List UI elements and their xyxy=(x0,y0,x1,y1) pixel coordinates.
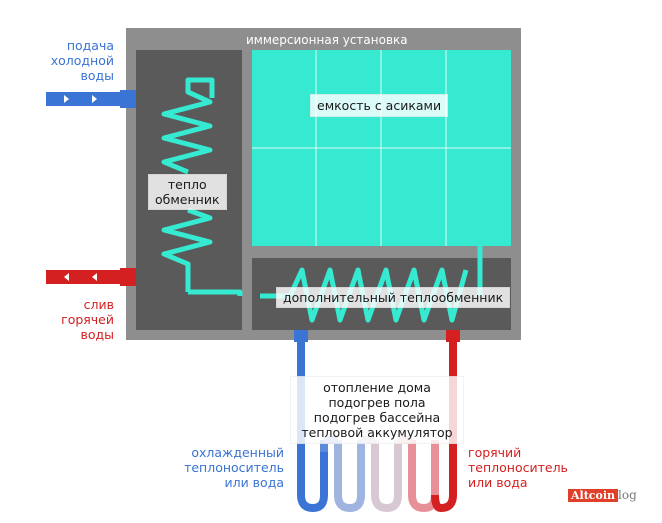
inlet-label: подача холодной воды xyxy=(50,38,114,83)
hot-outlet-pipe xyxy=(46,268,136,286)
consumer-item: подогрев пола xyxy=(328,395,426,410)
outlet-label: слив горячей воды xyxy=(61,297,114,342)
hot-supply-connector xyxy=(446,330,460,342)
consumers-box: отопление дома подогрев пола подогрев ба… xyxy=(290,376,464,444)
heat-exchanger-label: тепло обменник xyxy=(148,174,227,210)
heating-loops xyxy=(297,342,457,513)
extra-exchanger-label: дополнительный теплообменник xyxy=(276,287,511,308)
cold-inlet-pipe xyxy=(46,90,136,108)
heat-exchanger-coil xyxy=(161,77,243,296)
asic-tank xyxy=(252,50,511,246)
cold-return-connector xyxy=(294,330,308,342)
tank-label: емкость с асиками xyxy=(310,94,449,117)
hot-supply-label: горячий теплоноситель или вода xyxy=(468,445,568,490)
consumer-item: подогрев бассейна xyxy=(313,410,441,425)
cold-return-label: охлажденный теплоноситель или вода xyxy=(184,445,284,490)
consumer-item: тепловой аккумулятор xyxy=(301,425,453,440)
consumer-item: отопление дома xyxy=(323,380,431,395)
installation-title: иммерсионная установка xyxy=(246,33,408,47)
